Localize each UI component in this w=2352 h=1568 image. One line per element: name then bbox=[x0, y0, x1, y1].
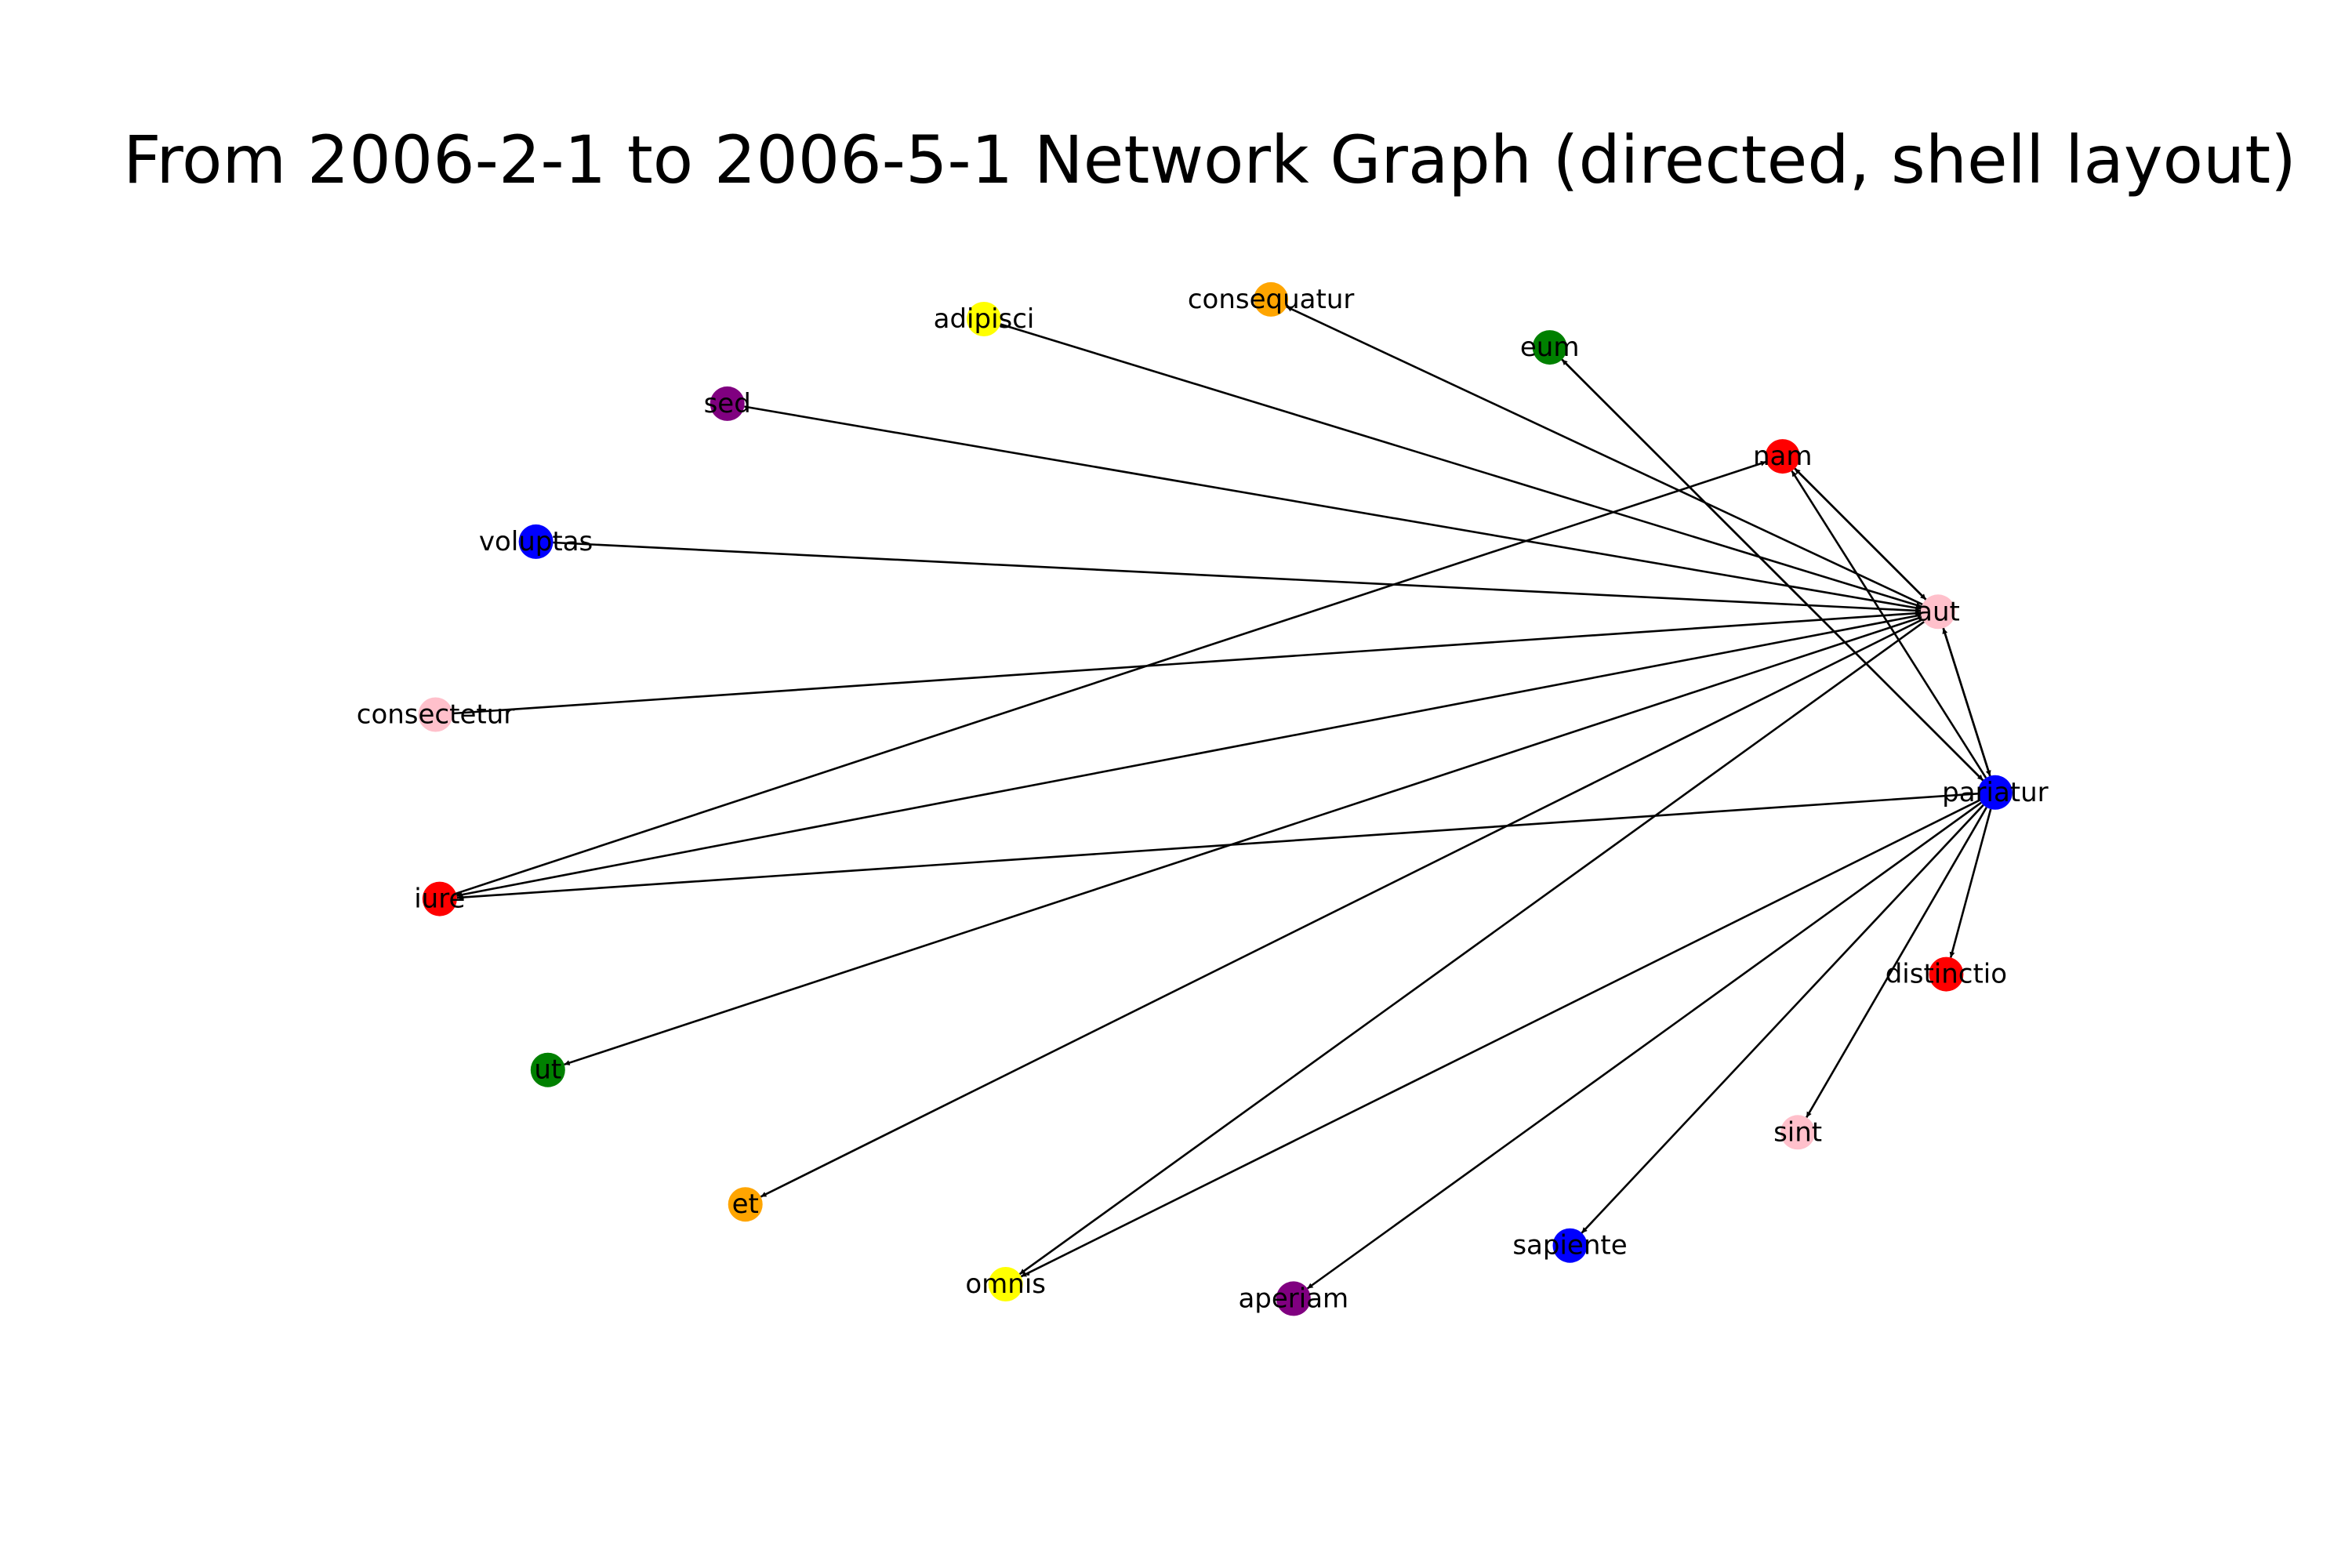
edge-pariatur-to-distinctio bbox=[1949, 808, 1992, 958]
node-ut: ut bbox=[530, 1052, 565, 1087]
node-aperiam: aperiam bbox=[1238, 1281, 1348, 1316]
edge-nam-to-aut bbox=[1794, 467, 1927, 601]
node-label-consectetur: consectetur bbox=[357, 699, 514, 731]
node-sint: sint bbox=[1773, 1115, 1822, 1150]
node-circle-voluptas bbox=[518, 524, 554, 559]
edge-pariatur-to-iure bbox=[456, 793, 1978, 901]
node-label-pariatur: pariatur bbox=[1942, 777, 2049, 808]
edge-pariatur-to-omnis bbox=[1020, 799, 1980, 1278]
node-adipisci: adipisci bbox=[934, 302, 1035, 336]
node-label-aperiam: aperiam bbox=[1238, 1283, 1348, 1314]
node-label-iure: iure bbox=[414, 884, 465, 915]
edge-pariatur-to-aut bbox=[1942, 627, 1991, 777]
node-circle-ut bbox=[530, 1052, 565, 1087]
edge-adipisci-to-aut bbox=[1000, 323, 1922, 608]
node-circle-aperiam bbox=[1276, 1281, 1311, 1316]
node-circle-sed bbox=[710, 386, 745, 421]
edge-consectetur-to-aut bbox=[452, 610, 1922, 715]
edge-sed-to-aut bbox=[744, 405, 1922, 611]
node-circle-iure bbox=[422, 881, 457, 916]
node-label-adipisci: adipisci bbox=[934, 303, 1035, 335]
node-label-aut: aut bbox=[1916, 596, 1960, 627]
edge-pariatur-to-sapiente bbox=[1581, 804, 1984, 1234]
edge-eum-to-pariatur bbox=[1561, 358, 1984, 782]
node-aut: aut bbox=[1916, 594, 1960, 630]
node-circle-aut bbox=[1921, 594, 1955, 630]
node-distinctio: distinctio bbox=[1886, 956, 2007, 992]
node-label-voluptas: voluptas bbox=[479, 526, 593, 557]
node-et: et bbox=[728, 1187, 763, 1222]
edges-layer bbox=[452, 306, 1992, 1290]
node-pariatur: pariatur bbox=[1942, 775, 2049, 810]
node-label-et: et bbox=[732, 1189, 759, 1220]
edge-iure-to-nam bbox=[456, 460, 1767, 895]
node-circle-consectetur bbox=[418, 697, 453, 732]
node-label-nam: nam bbox=[1753, 441, 1813, 472]
edge-aut-to-ut bbox=[564, 615, 1922, 1066]
node-sapiente: sapiente bbox=[1512, 1228, 1628, 1263]
edge-pariatur-to-sint bbox=[1806, 807, 1987, 1118]
graph-title: From 2006-2-1 to 2006-5-1 Network Graph … bbox=[123, 122, 2296, 198]
edge-pariatur-to-nam bbox=[1791, 470, 1987, 779]
node-circle-omnis bbox=[988, 1267, 1023, 1301]
node-circle-eum bbox=[1532, 330, 1567, 365]
edge-aut-to-et bbox=[760, 618, 1923, 1198]
edge-aut-to-consequatur bbox=[1286, 306, 1923, 606]
node-sed: sed bbox=[704, 386, 751, 421]
node-label-sapiente: sapiente bbox=[1512, 1230, 1627, 1261]
node-label-ut: ut bbox=[534, 1054, 561, 1086]
edge-voluptas-to-aut bbox=[553, 541, 1922, 614]
node-circle-nam bbox=[1765, 439, 1800, 474]
node-circle-consequatur bbox=[1254, 281, 1289, 317]
node-nam: nam bbox=[1753, 439, 1813, 474]
node-omnis: omnis bbox=[965, 1267, 1046, 1301]
node-label-sed: sed bbox=[704, 388, 751, 419]
edge-aut-to-iure bbox=[456, 614, 1922, 898]
node-circle-distinctio bbox=[1929, 956, 1964, 992]
node-circle-sint bbox=[1780, 1115, 1816, 1150]
node-voluptas: voluptas bbox=[479, 524, 593, 559]
node-label-consequatur: consequatur bbox=[1188, 284, 1355, 315]
nodes-layer: aut pariatur distinctio sint sapiente aperiam… bbox=[357, 281, 2049, 1316]
edge-pariatur-to-aperiam bbox=[1306, 801, 1982, 1290]
node-circle-adipisci bbox=[967, 302, 1001, 336]
node-label-distinctio: distinctio bbox=[1886, 959, 2007, 990]
node-consectetur: consectetur bbox=[357, 697, 514, 732]
node-circle-sapiente bbox=[1552, 1228, 1588, 1263]
node-eum: eum bbox=[1520, 330, 1580, 365]
node-circle-et bbox=[728, 1187, 763, 1222]
node-consequatur: consequatur bbox=[1188, 281, 1355, 317]
edge-aut-to-omnis bbox=[1018, 621, 1925, 1276]
node-label-eum: eum bbox=[1520, 332, 1580, 363]
node-label-omnis: omnis bbox=[965, 1269, 1046, 1300]
node-iure: iure bbox=[414, 881, 465, 916]
node-circle-pariatur bbox=[1977, 775, 2013, 810]
node-label-sint: sint bbox=[1773, 1116, 1822, 1148]
